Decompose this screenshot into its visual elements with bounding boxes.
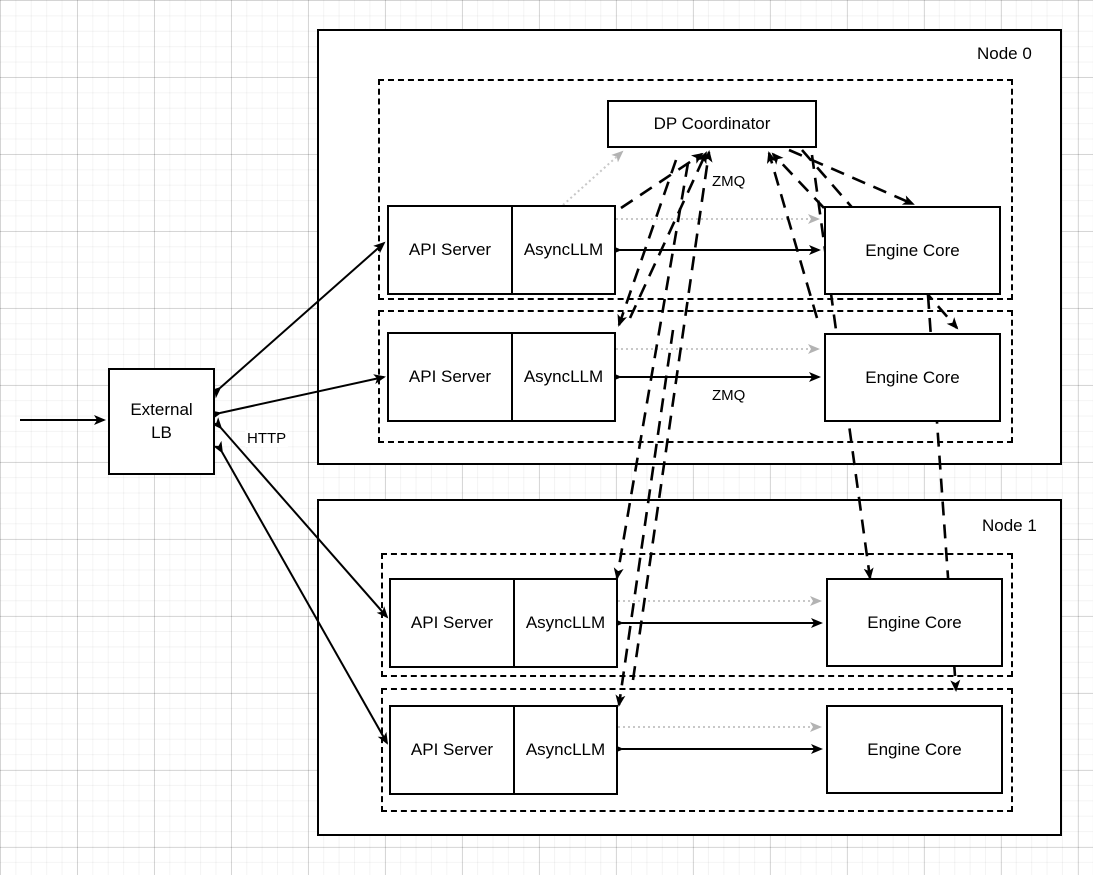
edge-zmq-asyncllm-n0-1-to-coordinator xyxy=(628,151,708,319)
node-label-1: Node 1 xyxy=(982,516,1037,535)
dp-group-node1-1 xyxy=(381,688,1013,812)
engine-core-box-n0-1[interactable]: Engine Core xyxy=(824,333,1001,422)
external-lb-box[interactable]: External LB xyxy=(108,368,215,475)
api-server-label-n1-1: API Server xyxy=(391,707,515,793)
asyncllm-label-n1-0: AsyncLLM xyxy=(525,613,606,632)
edge-dotted-asyncllm-coordinator xyxy=(562,150,624,206)
api-server-label-n1-0: API Server xyxy=(391,580,515,666)
dp-coordinator-label: DP Coordinator xyxy=(653,114,771,133)
edge-label-zmq-top: ZMQ xyxy=(710,173,748,190)
engine-core-box-n1-0[interactable]: Engine Core xyxy=(826,578,1003,667)
engine-core-label-n0-0: Engine Core xyxy=(865,240,960,260)
api-server-box-n0-1[interactable]: API Server AsyncLLM xyxy=(387,332,616,422)
api-server-label-n0-0: API Server xyxy=(389,207,513,293)
edge-lb-apiserver-n0-1 xyxy=(209,374,386,421)
api-server-box-n1-0[interactable]: API Server AsyncLLM xyxy=(389,578,618,668)
engine-core-label-n1-1: Engine Core xyxy=(867,739,962,759)
api-server-box-n1-1[interactable]: API Server AsyncLLM xyxy=(389,705,618,795)
edge-zmq-coordinator-to-asyncllm-n1-1 xyxy=(615,329,675,707)
edge-lb-apiserver-n0-0 xyxy=(209,241,386,399)
dp-coordinator-box[interactable]: DP Coordinator xyxy=(607,100,817,148)
asyncllm-label-n1-1: AsyncLLM xyxy=(525,740,606,759)
edge-lb-apiserver-n1-0 xyxy=(210,417,389,619)
edge-lb-apiserver-n1-1 xyxy=(212,440,388,745)
edge-label-zmq-mid: ZMQ xyxy=(710,387,748,404)
dp-group-node0-0 xyxy=(378,79,1013,300)
edge-zmq-coordinator-to-asyncllm-n0-1 xyxy=(617,159,678,327)
edge-zmq-enginecore-n0-1-to-coordinator xyxy=(766,151,819,319)
asyncllm-label-n0-0: AsyncLLM xyxy=(523,240,604,259)
engine-core-label-n1-0: Engine Core xyxy=(867,612,962,632)
engine-core-box-n0-0[interactable]: Engine Core xyxy=(824,206,1001,295)
asyncllm-label-n0-1: AsyncLLM xyxy=(523,367,604,386)
engine-core-label-n0-1: Engine Core xyxy=(865,367,960,387)
edge-zmq-asyncllm-n0-0-to-coordinator xyxy=(620,152,704,210)
api-server-box-n0-0[interactable]: API Server AsyncLLM xyxy=(387,205,616,295)
engine-core-box-n1-1[interactable]: Engine Core xyxy=(826,705,1003,794)
edge-zmq-asyncllm-n1-0-to-coordinator xyxy=(631,150,713,681)
edge-zmq-coordinator-to-asyncllm-n1-0 xyxy=(613,162,690,580)
edge-zmq-enginecore-n0-0-to-coordinator xyxy=(771,152,825,209)
edge-label-http: HTTP xyxy=(245,430,289,447)
external-lb-label-line1: External xyxy=(130,399,193,419)
node-label-0: Node 0 xyxy=(977,44,1032,63)
api-server-label-n0-1: API Server xyxy=(389,334,513,420)
external-lb-label-line2: LB xyxy=(151,422,172,442)
